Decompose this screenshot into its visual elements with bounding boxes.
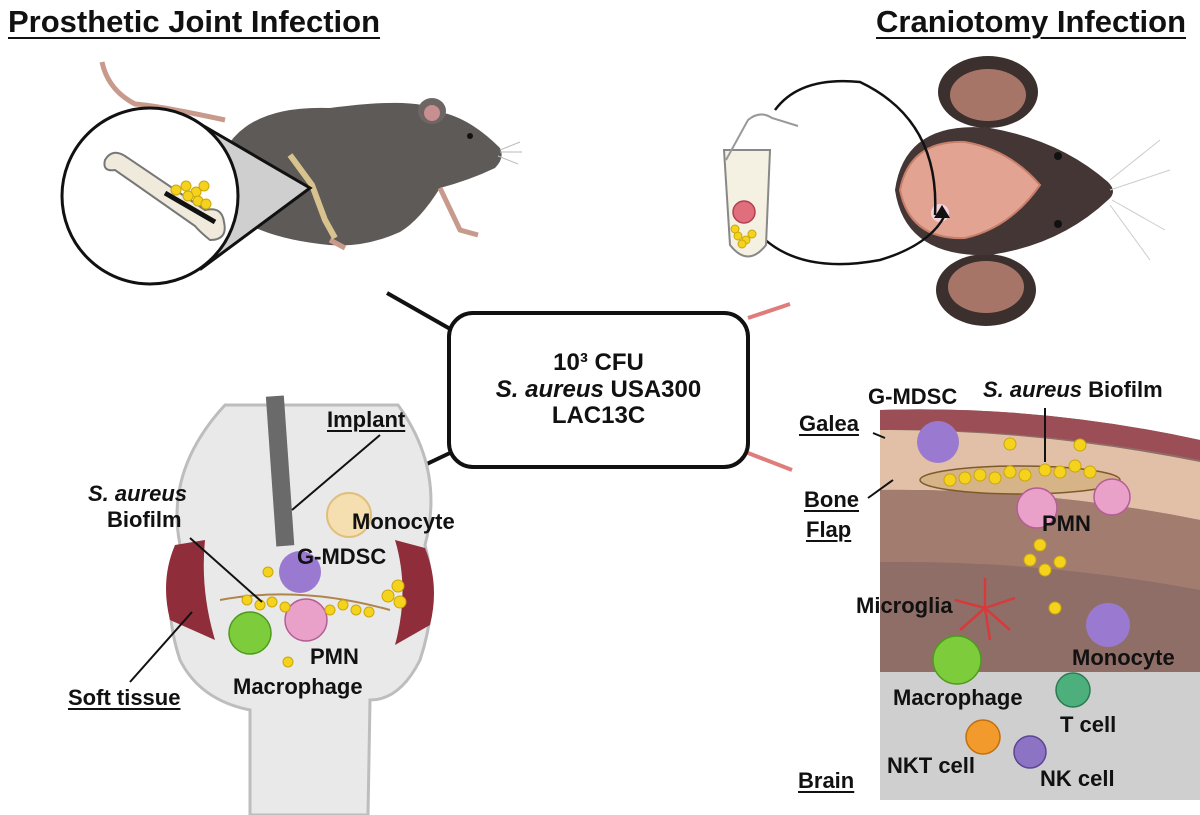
label-flap: Flap <box>806 517 852 542</box>
label-bone: Bone <box>804 487 859 512</box>
bone-flap-pointer <box>867 479 894 499</box>
label-galea: Galea <box>799 411 859 436</box>
label-implant: Implant <box>327 407 406 432</box>
label-gmdsc-right: G-MDSC <box>868 384 958 409</box>
arrow-head-1 <box>934 205 950 218</box>
implant-pointer <box>291 434 381 511</box>
label-macrophage-right: Macrophage <box>893 685 1023 710</box>
label-monocyte-right: Monocyte <box>1072 645 1175 670</box>
mouse-left-illustration <box>99 61 522 251</box>
zoom-circle <box>60 106 240 286</box>
label-nkcell: NK cell <box>1040 766 1115 791</box>
label-biofilm-left: Biofilm <box>107 507 182 532</box>
label-biofilm-word-right: Biofilm <box>1082 377 1163 402</box>
inoculum-isolate: LAC13C <box>551 402 646 430</box>
inoculum-strain-rest: USA300 <box>603 375 702 403</box>
cycle-arrow <box>759 79 947 266</box>
brain-cross-section-illustration <box>880 409 1200 800</box>
soft-tissue-pointer <box>129 611 193 683</box>
label-biofilm-right: S. aureus Biofilm <box>983 377 1163 402</box>
label-soft-tissue: Soft tissue <box>68 685 181 710</box>
inoculum-box: 10³ CFU S. aureus USA300 LAC13C <box>447 311 750 469</box>
label-tcell: T cell <box>1060 712 1117 737</box>
galea-pointer <box>872 432 886 439</box>
tube-icon <box>722 113 799 258</box>
connector-bottom-right <box>747 451 793 472</box>
title-left: Prosthetic Joint Infection <box>8 4 381 39</box>
label-monocyte-left: Monocyte <box>352 509 455 534</box>
inoculum-strain: S. aureus USA300 <box>495 375 702 403</box>
label-pmn-right: PMN <box>1042 511 1091 536</box>
label-nktcell: NKT cell <box>887 753 976 778</box>
title-right: Craniotomy Infection <box>876 4 1187 39</box>
femur-implant-illustration <box>103 151 226 242</box>
knee-joint-illustration <box>166 395 434 815</box>
label-pmn-left: PMN <box>310 644 359 669</box>
label-brain: Brain <box>798 768 855 793</box>
mouse-right-illustration <box>895 56 1171 326</box>
label-microglia: Microglia <box>856 593 953 618</box>
label-species-left: S. aureus <box>88 481 188 506</box>
label-macrophage-left: Macrophage <box>233 674 363 699</box>
microglia-icon <box>954 578 1016 641</box>
connector-top-right <box>747 302 791 320</box>
inoculum-species: S. aureus <box>495 375 604 403</box>
inoculum-dose: 10³ CFU <box>553 349 644 377</box>
label-gmdsc-left: G-MDSC <box>297 544 387 569</box>
connector-top-left <box>386 291 453 332</box>
label-species-right: S. aureus <box>983 377 1083 402</box>
biofilm-pointer-left <box>189 537 263 603</box>
